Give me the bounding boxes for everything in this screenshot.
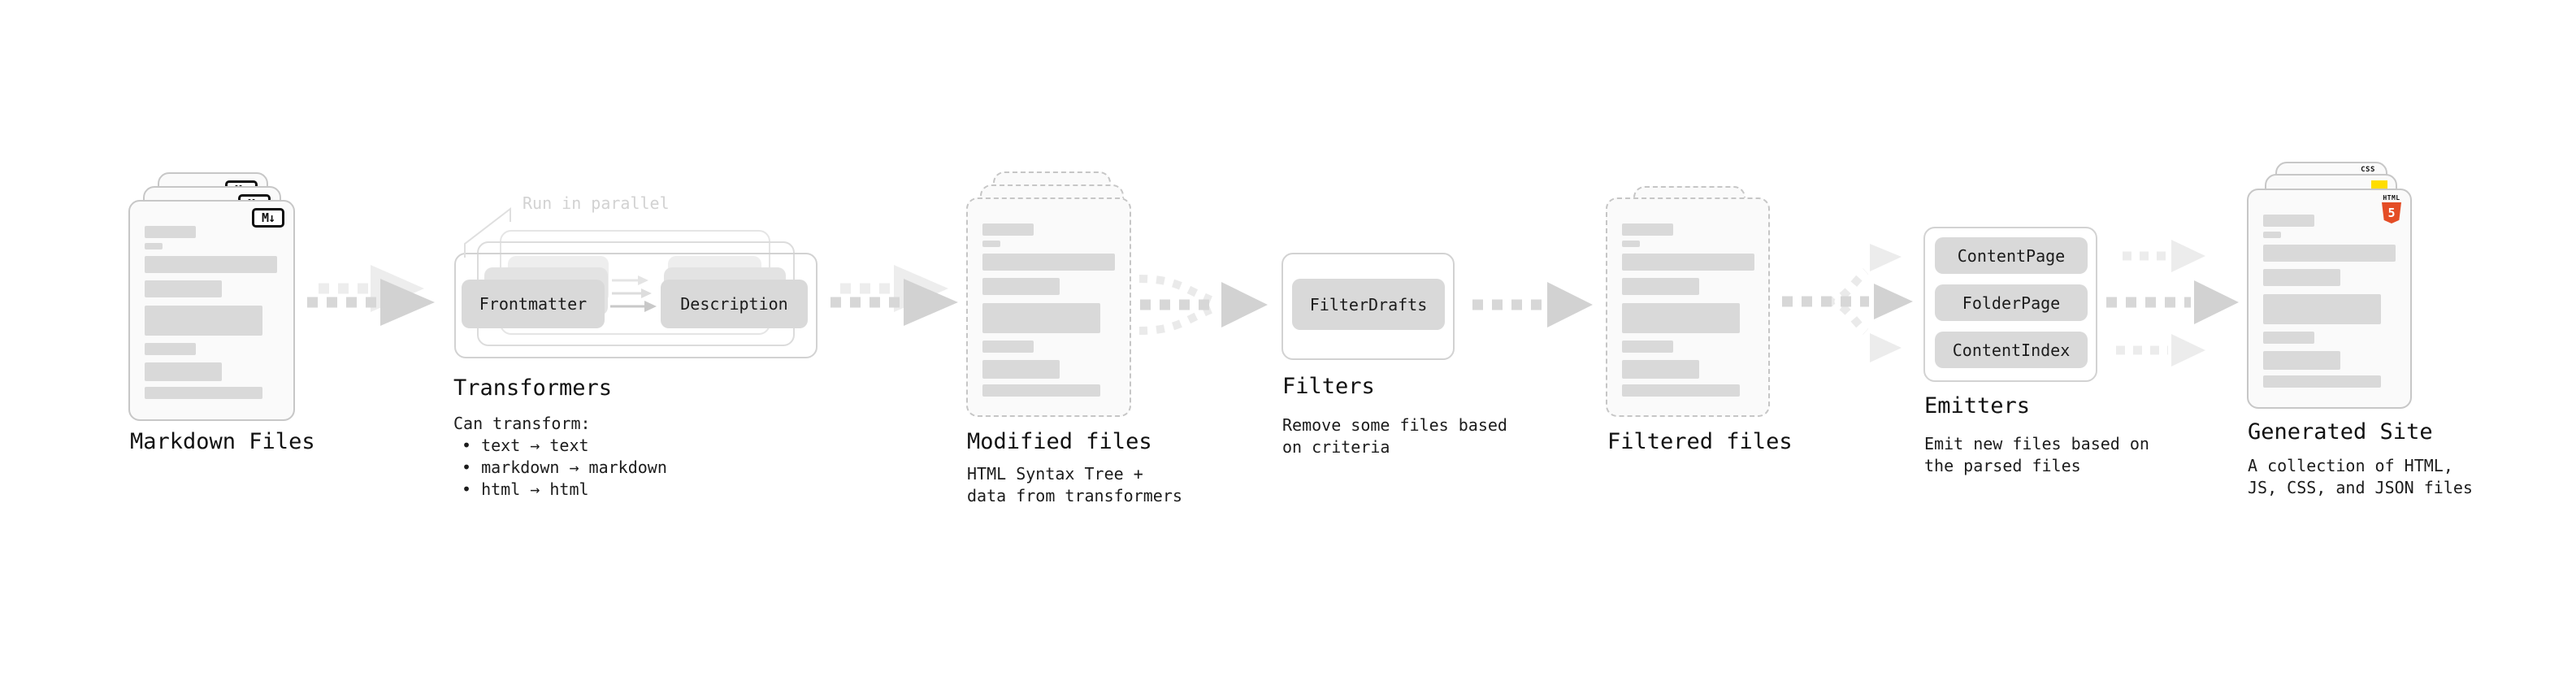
text-line-placeholder: [145, 362, 222, 381]
arrow-filters-to-filtered: [1472, 282, 1593, 327]
text-line-placeholder: [982, 241, 1000, 247]
text-line-placeholder: [1622, 223, 1673, 236]
text-line-placeholder: [1622, 360, 1699, 379]
arrow-emitters-to-site: [2106, 240, 2239, 367]
run-in-parallel-note: Run in parallel: [523, 193, 670, 213]
html5-shield: 5: [2382, 202, 2401, 223]
text-line-placeholder: [2263, 215, 2314, 227]
emitters-note: Emit new files based on the parsed files: [1924, 433, 2149, 477]
filters-frame: [1281, 253, 1455, 360]
text-line-placeholder: [982, 303, 1100, 333]
text-line-placeholder: [1622, 384, 1740, 397]
stage-label-modified-files: Modified files: [967, 429, 1152, 454]
html5-file-icon: HTML 5: [2381, 194, 2402, 223]
text-line-placeholder: [2263, 294, 2381, 324]
contentindex-node: ContentIndex: [1935, 332, 2088, 368]
note-line: the parsed files: [1924, 456, 2081, 475]
note-line: A collection of HTML,: [2248, 456, 2453, 475]
note-line: • html → html: [462, 479, 589, 499]
css-icon-text: CSS: [2361, 166, 2375, 174]
stage-label-filtered-files: Filtered files: [1607, 429, 1793, 454]
filterdrafts-node: FilterDrafts: [1292, 279, 1445, 330]
note-line: • markdown → markdown: [462, 458, 667, 477]
filtered-file-card-front: [1606, 197, 1770, 417]
text-line-placeholder: [982, 384, 1100, 397]
text-line-placeholder: [2263, 269, 2340, 286]
note-line: on criteria: [1282, 437, 1390, 457]
arrow-filtered-to-emitters: [1782, 244, 1913, 362]
markdown-icon: M↓: [252, 208, 284, 228]
stage-label-filters: Filters: [1282, 374, 1375, 399]
text-line-placeholder: [1622, 254, 1754, 271]
text-line-placeholder: [145, 280, 222, 297]
html5-icon-text: HTML: [2383, 194, 2400, 202]
arrow-transformers-to-modified: [830, 265, 958, 326]
contentpage-node: ContentPage: [1935, 237, 2088, 274]
text-line-placeholder: [982, 223, 1034, 236]
frontmatter-node: Frontmatter: [462, 280, 605, 328]
text-line-placeholder: [145, 306, 262, 336]
text-line-placeholder: [982, 340, 1034, 353]
note-line: HTML Syntax Tree +: [967, 464, 1143, 484]
folderpage-node: FolderPage: [1935, 284, 2088, 321]
emitters-frame: [1923, 227, 2097, 382]
arrow-markdown-to-transformers: [307, 265, 435, 326]
transformer-frame-front: [454, 253, 817, 358]
text-line-placeholder: [1622, 278, 1699, 295]
text-line-placeholder: [2263, 375, 2381, 388]
text-line-placeholder: [1622, 303, 1740, 333]
generated-site-note: A collection of HTML, JS, CSS, and JSON …: [2248, 455, 2473, 499]
text-line-placeholder: [145, 243, 163, 249]
text-line-placeholder: [1622, 241, 1640, 247]
site-file-card-front: HTML 5: [2247, 189, 2412, 409]
text-line-placeholder: [145, 256, 277, 273]
stage-label-generated-site: Generated Site: [2248, 419, 2433, 445]
modified-file-card-front: [966, 197, 1131, 417]
js-file-icon: [2371, 180, 2387, 189]
html5-number: 5: [2387, 206, 2396, 220]
note-line: JS, CSS, and JSON files: [2248, 478, 2473, 497]
text-line-placeholder: [2263, 351, 2340, 370]
text-line-placeholder: [145, 226, 196, 238]
text-line-placeholder: [982, 254, 1115, 271]
description-node: Description: [661, 280, 808, 328]
text-line-placeholder: [982, 278, 1060, 295]
filters-note: Remove some files based on criteria: [1282, 414, 1507, 458]
text-line-placeholder: [1622, 340, 1673, 353]
note-line: Emit new files based on: [1924, 434, 2149, 453]
stage-label-transformers: Transformers: [453, 375, 613, 401]
text-line-placeholder: [2263, 245, 2396, 262]
note-line: data from transformers: [967, 486, 1182, 505]
markdown-file-card-front: M↓: [128, 200, 295, 421]
text-line-placeholder: [2263, 332, 2314, 344]
text-line-placeholder: [145, 387, 262, 399]
modified-files-note: HTML Syntax Tree + data from transformer…: [967, 463, 1182, 507]
note-line: Can transform:: [453, 414, 591, 433]
note-line: Remove some files based: [1282, 415, 1507, 435]
stage-label-markdown-files: Markdown Files: [130, 429, 315, 454]
arrow-modified-to-filters: [1138, 275, 1268, 335]
stage-label-emitters: Emitters: [1924, 393, 2031, 419]
transformers-note: Can transform: • text → text • markdown …: [453, 413, 667, 501]
text-line-placeholder: [982, 360, 1060, 379]
text-line-placeholder: [145, 343, 196, 355]
note-line: • text → text: [462, 436, 589, 455]
text-line-placeholder: [2263, 232, 2281, 238]
